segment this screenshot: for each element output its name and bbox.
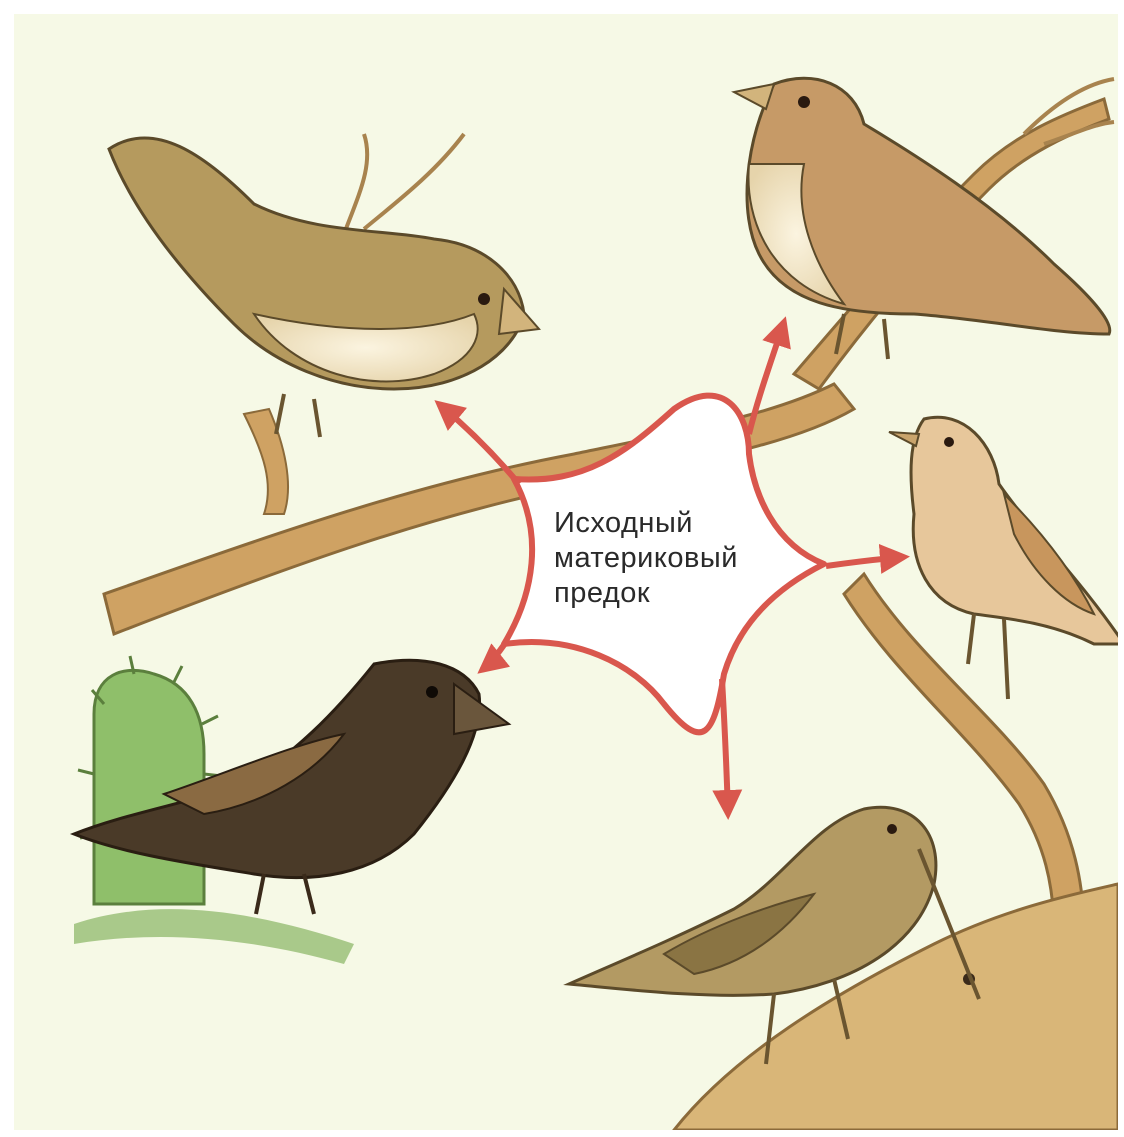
bird-upper-left	[109, 138, 539, 437]
ancestor-label-line-1: Исходный	[554, 506, 814, 541]
arrow-to-right	[826, 557, 904, 566]
ancestor-label: Исходный материковый предок	[554, 506, 814, 611]
arrow-to-upper-left	[439, 404, 519, 484]
arrow-to-lower-right	[722, 679, 728, 814]
ancestor-label-line-3: предок	[554, 576, 814, 611]
diagram-canvas: Исходный материковый предок	[14, 14, 1118, 1130]
ancestor-label-line-2: материковый	[554, 541, 814, 576]
arrow-to-lower-left	[482, 642, 506, 670]
